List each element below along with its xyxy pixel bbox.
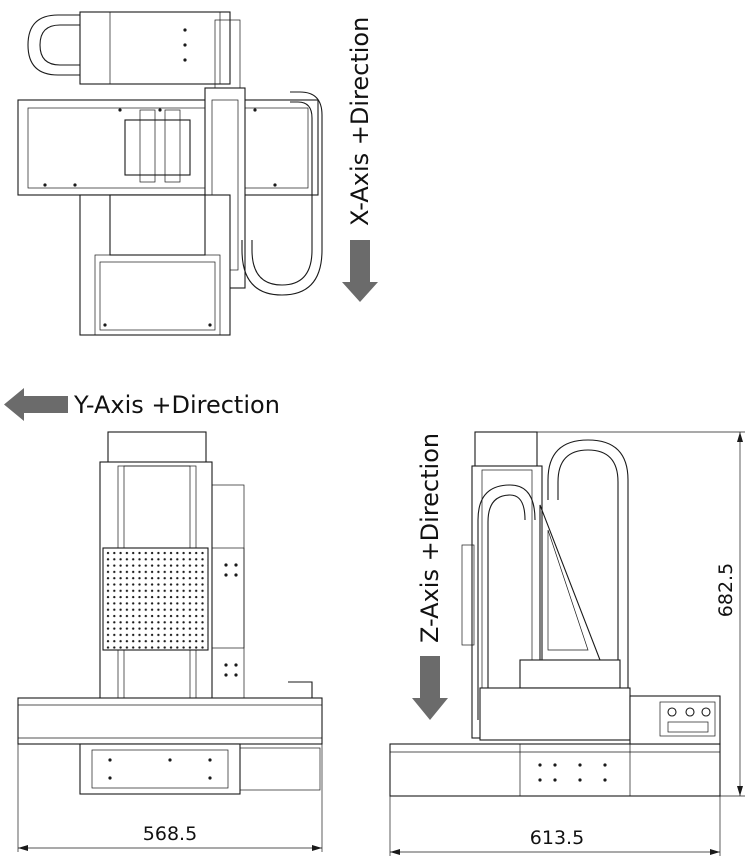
cable-loop-left [27, 14, 110, 76]
side-connector-panel [629, 695, 721, 745]
side-bracket [539, 504, 601, 661]
x-axis-label: X-Axis +Direction [346, 17, 374, 226]
front-foot-block [79, 743, 241, 795]
side-view [389, 431, 745, 856]
top-carriage [79, 11, 231, 85]
front-top-block [107, 431, 207, 465]
cable-loop-right [241, 91, 323, 296]
top-view [17, 11, 323, 336]
y-direction-arrow [4, 388, 68, 421]
side-width-dimension: 613.5 [530, 827, 584, 849]
front-width-dimension: 568.5 [143, 823, 197, 845]
front-view [17, 431, 323, 852]
z-axis-label: Z-Axis +Direction [416, 433, 444, 643]
side-top-block [474, 431, 538, 469]
side-height-dimension: 682.5 [715, 563, 737, 617]
side-cable-loop [547, 439, 629, 690]
x-direction-arrow [342, 240, 378, 302]
y-axis-label: Y-Axis +Direction [73, 391, 280, 419]
z-direction-arrow [412, 656, 448, 720]
